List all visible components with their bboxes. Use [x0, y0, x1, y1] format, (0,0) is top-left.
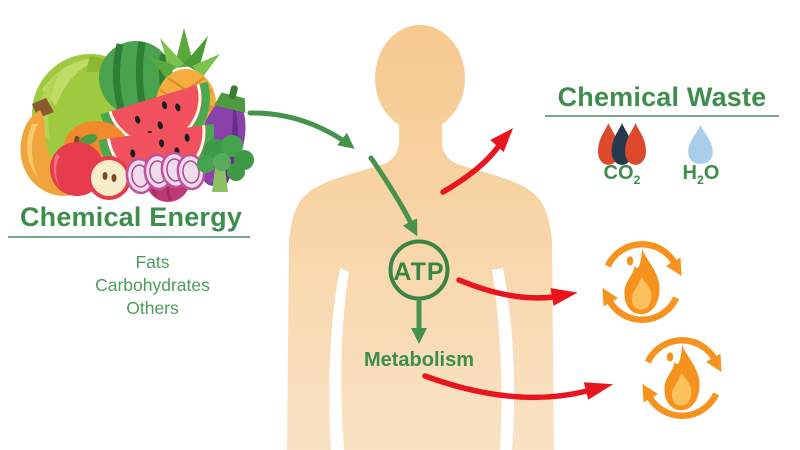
list-item-others: Others [126, 298, 179, 318]
red-arrow-metabolism-to-energy [422, 373, 614, 401]
red-arrow-body-to-waste [440, 128, 514, 195]
green-arrow-body-to-atp [368, 155, 418, 237]
flame-icon [624, 248, 660, 315]
circular-arrows [602, 241, 682, 323]
chemical-waste-title: Chemical Waste [557, 82, 767, 112]
green-arrow-atp-to-metabolism [411, 299, 427, 344]
energy-cycle-flame-icon [602, 241, 682, 323]
chemical-waste-underline [545, 115, 779, 117]
atp-circle [388, 239, 450, 301]
chemical-energy-underline [8, 236, 250, 238]
co2-drops-icon [598, 123, 646, 165]
metabolism-label: Metabolism [363, 349, 475, 371]
apple-half-icon [87, 156, 131, 200]
circular-arrows [642, 337, 722, 419]
chemical-energy-title: Chemical Energy [19, 202, 243, 232]
energy-cycle-flame-icon [642, 337, 722, 419]
flame-icon [664, 344, 700, 411]
red-arrow-atp-to-energy [456, 277, 578, 306]
water-drop-icon [688, 125, 713, 164]
green-arrow-food-to-body [247, 110, 355, 149]
fruits-and-vegetables-illustration [20, 28, 254, 202]
onion-slices-icon [125, 151, 206, 195]
atp-label: ATP [393, 258, 445, 286]
energy-sources-list: Fats Carbohydrates Others [50, 251, 255, 320]
co2-label: CO2 [603, 162, 641, 187]
broccoli-icon [197, 135, 254, 192]
list-item-carbohydrates: Carbohydrates [95, 275, 210, 295]
list-item-fats: Fats [135, 252, 170, 272]
human-body-silhouette [287, 25, 554, 450]
h2o-label: H2O [682, 162, 720, 187]
